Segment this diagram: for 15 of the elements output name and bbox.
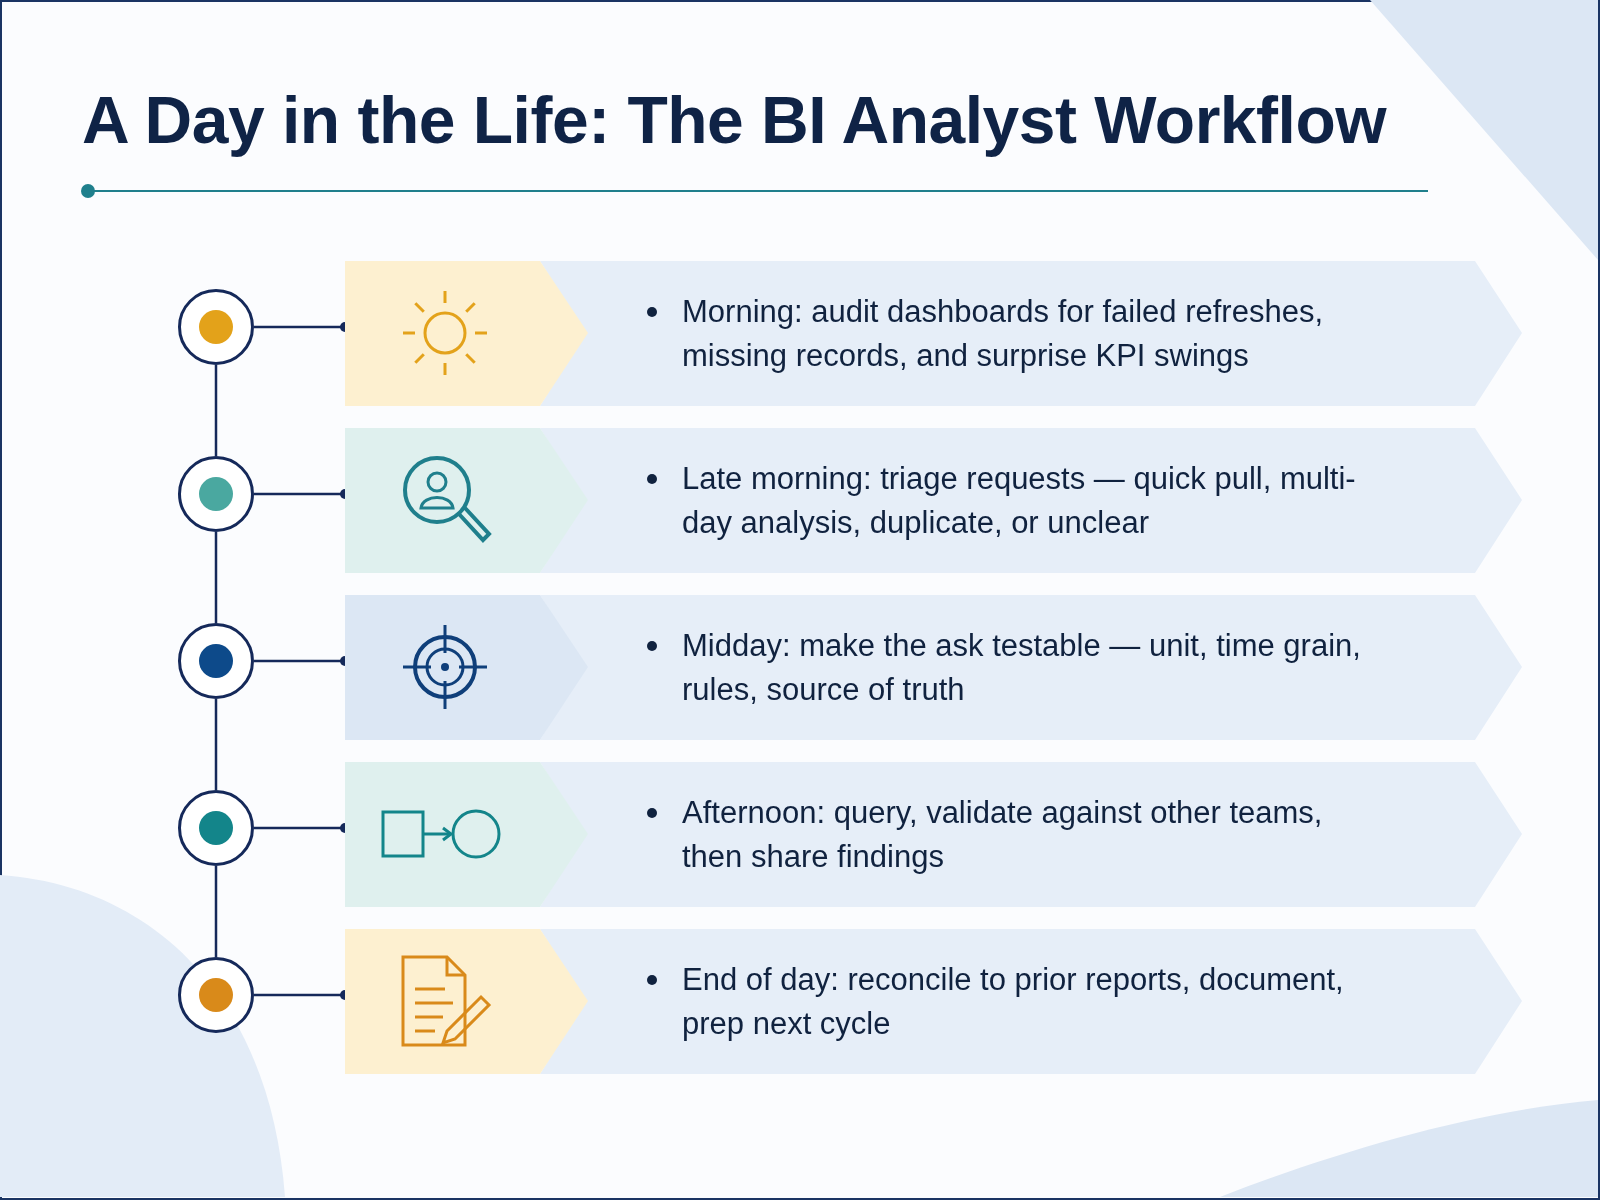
connector-line: [214, 699, 218, 790]
step-banner: [345, 595, 1522, 740]
step-text: Midday: make the ask testable — unit, time grain, rules, source of truth: [682, 626, 1362, 709]
connector-line: [214, 866, 218, 957]
step-banner: [345, 261, 1522, 406]
step-banner: [345, 428, 1522, 573]
step-text: Late morning: triage requests — quick pull, multi-day analysis, duplicate, or unclear: [682, 459, 1357, 542]
step-text: Afternoon: query, validate against other teams, then share findings: [682, 793, 1324, 876]
connector-line: [214, 532, 218, 623]
step-banner: [345, 929, 1522, 1074]
step-banner: [345, 762, 1522, 907]
connector-line: [214, 365, 218, 456]
title: A Day in the Life: The BI Analyst Workflow: [82, 82, 1387, 158]
step-text: Morning: audit dashboards for failed refreshes, missing records, and surprise KPI swings: [682, 292, 1325, 375]
step-text: End of day: reconcile to prior reports, document, prep next cycle: [682, 960, 1345, 1043]
